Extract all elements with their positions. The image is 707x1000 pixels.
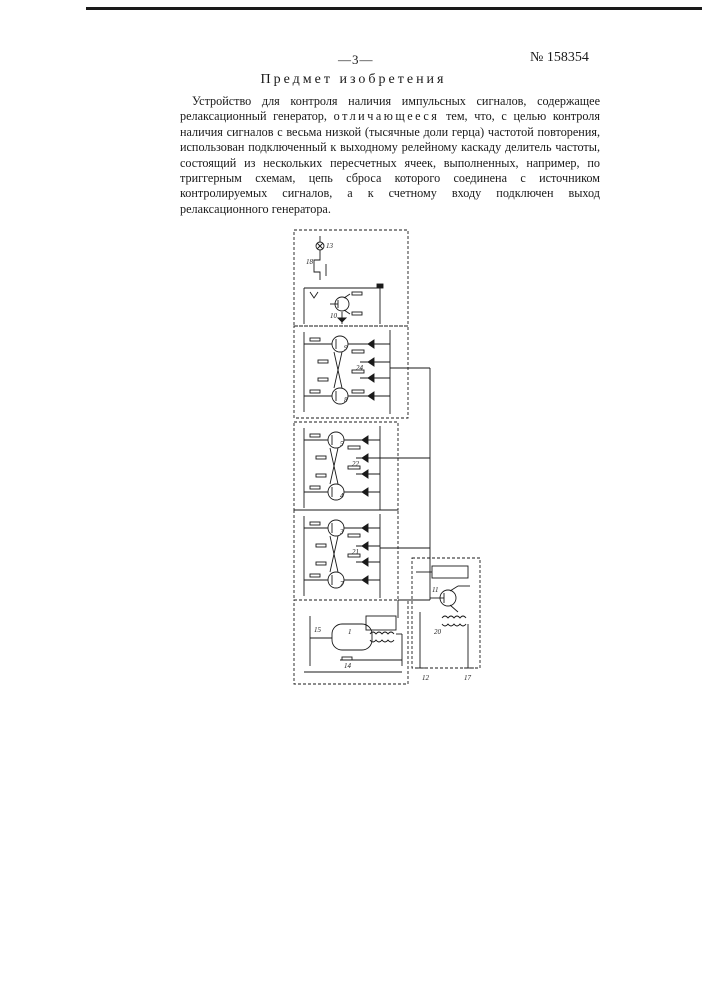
page-number: —3— bbox=[338, 52, 374, 68]
input-stage bbox=[416, 566, 474, 668]
bus-lines bbox=[380, 368, 430, 618]
section-title: Предмет изобретения bbox=[0, 72, 707, 88]
label-input-a: 12 bbox=[422, 674, 430, 682]
circuit-schematic: 13 18 10 9 8 24 5 4 22 3 7 21 1 15 14 11… bbox=[280, 220, 500, 700]
label-relay: 18 bbox=[306, 258, 314, 266]
label-trigger1-diodes: 24 bbox=[356, 364, 364, 372]
label-input-transistor: 11 bbox=[432, 586, 438, 594]
claim-spaced-word: отличающееся bbox=[334, 109, 440, 123]
label-trigger2-top: 5 bbox=[340, 440, 344, 448]
label-trigger3-bottom: 7 bbox=[340, 580, 344, 588]
label-trigger1-top: 9 bbox=[344, 344, 348, 352]
label-output-transistor: 10 bbox=[330, 312, 338, 320]
label-gen-res2: 14 bbox=[344, 662, 352, 670]
patent-number: № 158354 bbox=[530, 50, 589, 66]
label-trigger2-bottom: 4 bbox=[340, 492, 344, 500]
claim-part-2: тем, что, с целью контроля наличия сигна… bbox=[180, 109, 600, 215]
circuit-schematic-svg: 13 18 10 9 8 24 5 4 22 3 7 21 1 15 14 11… bbox=[280, 220, 500, 700]
claim-text: Устройство для контроля наличия импульсн… bbox=[180, 94, 600, 217]
relaxation-generator bbox=[304, 616, 402, 672]
label-gen-res: 15 bbox=[314, 626, 322, 634]
label-trigger3-diodes: 21 bbox=[352, 548, 359, 556]
label-trigger1-bottom: 8 bbox=[344, 396, 348, 404]
label-trigger3-top: 3 bbox=[339, 528, 344, 536]
label-trigger2-diodes: 22 bbox=[352, 460, 360, 468]
label-lamp: 13 bbox=[326, 242, 334, 250]
label-generator: 1 bbox=[348, 628, 352, 636]
label-transformer: 20 bbox=[434, 628, 442, 636]
relay-lamp-block bbox=[304, 236, 383, 324]
top-rule bbox=[86, 7, 702, 10]
label-input-b: 17 bbox=[464, 674, 472, 682]
